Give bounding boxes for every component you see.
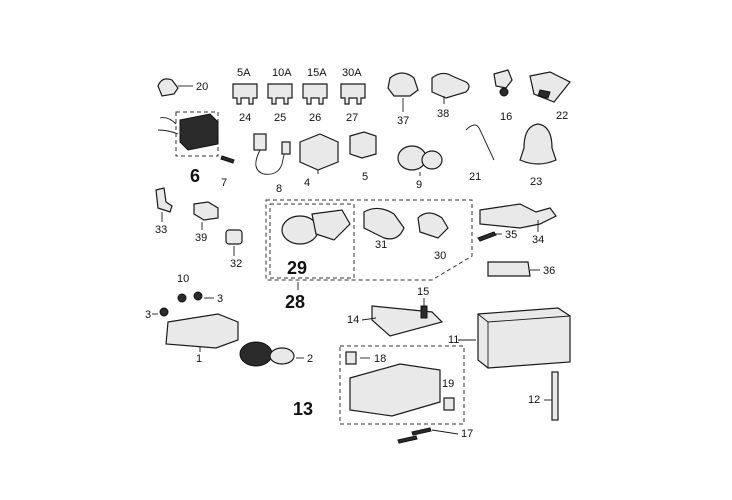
fuse-27: 30A 27	[340, 67, 366, 124]
part-33-bracket: 33	[155, 187, 173, 236]
bolt-group: 10 3 3	[145, 273, 223, 321]
callout-17: 17	[461, 428, 473, 440]
callout-3-right: 3	[217, 293, 223, 305]
callout-29: 29	[287, 258, 307, 278]
callout-31: 31	[375, 239, 387, 251]
part-15-bolt: 15	[417, 286, 429, 319]
part-1-starter-motor: 1	[165, 313, 239, 365]
part-5-relay: 5	[349, 131, 377, 183]
callout-16: 16	[500, 111, 512, 123]
fuse-rating-5a: 5A	[237, 67, 251, 79]
callout-8: 8	[276, 183, 282, 195]
callout-14: 14	[347, 314, 359, 326]
part-8-sensor: 8	[253, 133, 291, 195]
part-2-gear: 2	[239, 341, 313, 367]
callout-34: 34	[532, 234, 544, 246]
callout-39: 39	[195, 232, 207, 244]
callout-30: 30	[434, 250, 446, 262]
part-14-bracket: 14	[347, 305, 444, 337]
fuse-rating-10a: 10A	[272, 67, 292, 79]
part-31-lock: 31	[363, 207, 405, 251]
callout-6: 6	[190, 166, 200, 186]
callout-27: 27	[346, 112, 358, 124]
part-12-strip: 12	[528, 371, 559, 421]
fuse-25: 10A 25	[267, 67, 293, 124]
callout-35: 35	[505, 229, 517, 241]
part-39-connector: 39	[193, 201, 219, 244]
part-32-socket: 32	[225, 229, 243, 270]
callout-3-left: 3	[145, 309, 151, 321]
callout-1: 1	[196, 353, 202, 365]
callout-11: 11	[448, 334, 459, 346]
callout-36: 36	[543, 265, 555, 277]
part-38-holder: 38	[431, 72, 470, 120]
part-4-relay: 4	[299, 133, 339, 189]
callout-28: 28	[285, 292, 305, 312]
part-37-clip: 37	[387, 72, 419, 127]
callout-26: 26	[309, 112, 321, 124]
part-36-plate: 36	[487, 261, 555, 277]
part-35-screw: 35	[477, 229, 517, 242]
callout-32: 32	[230, 258, 242, 270]
part-20-clamp: 20	[157, 78, 208, 97]
part-13-tray: 18 19 13	[293, 345, 465, 425]
callout-25: 25	[274, 112, 286, 124]
callout-21: 21	[469, 171, 481, 183]
fuse-26: 15A 26	[302, 67, 328, 124]
callout-13: 13	[293, 399, 313, 419]
part-6-regulator: 6	[157, 111, 219, 186]
callout-12: 12	[528, 394, 540, 406]
part-17-screws: 17	[397, 427, 473, 444]
part-11-battery: 11	[448, 307, 571, 369]
callout-7: 7	[221, 177, 227, 189]
callout-33: 33	[155, 224, 167, 236]
part-23-boot: 23	[519, 123, 557, 188]
part-30-lock: 30	[417, 212, 449, 262]
part-34-actuator: 34	[479, 203, 557, 246]
callout-24: 24	[239, 112, 251, 124]
callout-20: 20	[196, 81, 208, 93]
fuse-rating-30a: 30A	[342, 67, 362, 79]
callout-10: 10	[177, 273, 189, 285]
callout-22: 22	[556, 110, 568, 122]
callout-2: 2	[307, 353, 313, 365]
callout-19: 19	[442, 378, 454, 390]
part-7-pin: 7	[220, 155, 235, 189]
callout-4: 4	[304, 177, 310, 189]
callout-5: 5	[362, 171, 368, 183]
part-16-plug: 16	[493, 69, 513, 123]
callout-18: 18	[374, 353, 386, 365]
part-28-ignition-set: 29 28	[265, 199, 473, 312]
callout-23: 23	[530, 176, 542, 188]
part-9-lock: 9	[397, 145, 443, 191]
callout-15: 15	[417, 286, 429, 298]
callout-38: 38	[437, 108, 449, 120]
callout-9: 9	[416, 179, 422, 191]
fuse-rating-15a: 15A	[307, 67, 327, 79]
fuse-24: 5A 24	[232, 67, 258, 124]
part-21-strap: 21	[465, 124, 495, 183]
callout-37: 37	[397, 115, 409, 127]
part-22-clamp: 22	[529, 71, 571, 122]
